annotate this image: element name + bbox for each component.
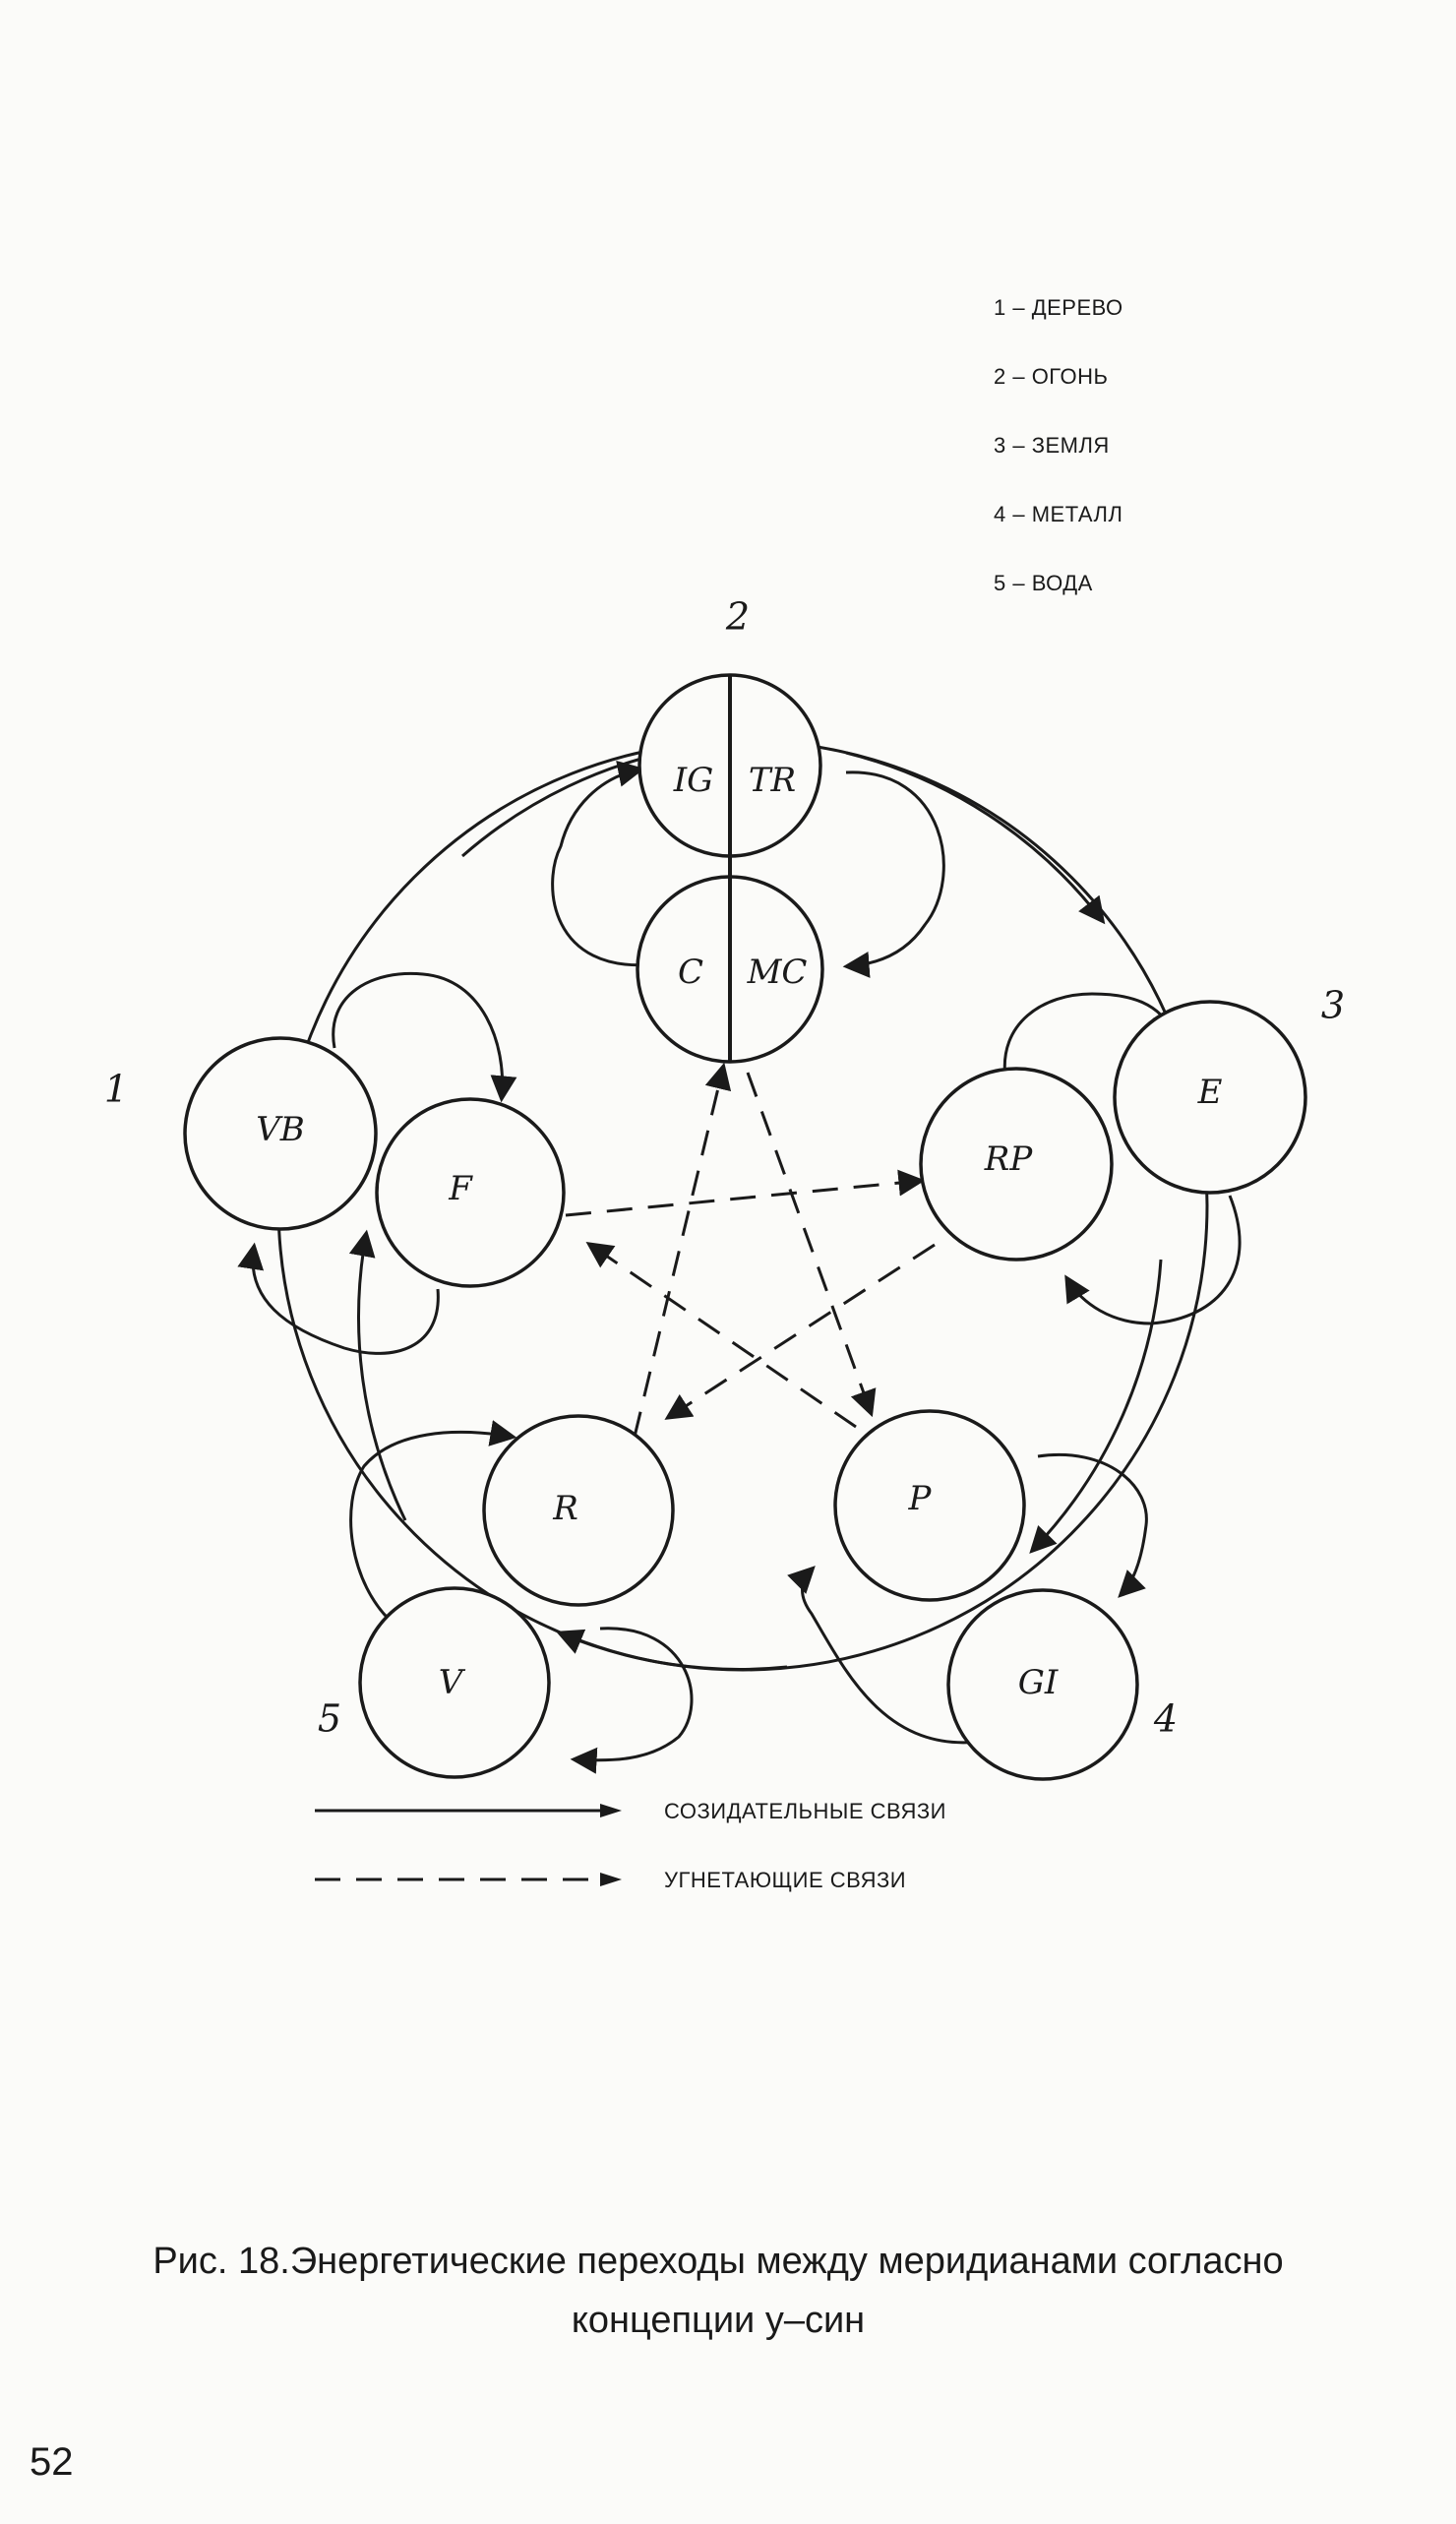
element-legend-item: 4 – МЕТАЛЛ bbox=[994, 502, 1123, 526]
loop-earth-bottom bbox=[1064, 1195, 1242, 1325]
loop-wood-bottom bbox=[237, 1242, 440, 1355]
meridian-label-mc: MC bbox=[747, 953, 808, 992]
loop-metal-right bbox=[1037, 1453, 1148, 1598]
meridian-label-ig: IG bbox=[673, 761, 714, 800]
loop-wood-top bbox=[332, 971, 517, 1103]
meridian-rp-circle bbox=[919, 1067, 1114, 1262]
legend-label-inhibitory: УГНЕТАЮЩИЕ СВЯЗИ bbox=[664, 1868, 907, 1892]
loop-earth-top bbox=[1002, 992, 1178, 1078]
element-legend: 1 – ДЕРЕВО 2 – ОГОНЬ 3 – ЗЕМЛЯ 4 – МЕТАЛ… bbox=[994, 295, 1123, 640]
meridian-label-v: V bbox=[439, 1663, 466, 1702]
inhibitory-link-rp-r bbox=[664, 1243, 936, 1420]
inhibitory-link-f-rp bbox=[565, 1169, 926, 1217]
meridian-label-rp: RP bbox=[984, 1139, 1034, 1179]
creative-arrow-metal-water bbox=[556, 1629, 788, 1671]
group-number-water: 5 bbox=[318, 1697, 341, 1741]
meridian-p-circle bbox=[833, 1409, 1026, 1602]
meridian-label-c: C bbox=[678, 953, 703, 992]
line-type-legend: СОЗИДАТЕЛЬНЫЕ СВЯЗИ УГНЕТАЮЩИЕ СВЯЗИ bbox=[295, 1799, 1082, 1937]
group-number-fire: 2 bbox=[725, 595, 750, 639]
group-number-metal: 4 bbox=[1153, 1697, 1178, 1741]
dashed-arrow-sample bbox=[315, 1873, 622, 1886]
inhibitory-link-r-fire bbox=[633, 1062, 732, 1438]
meridian-f-circle bbox=[375, 1097, 566, 1288]
group-number-wood: 1 bbox=[104, 1068, 128, 1111]
meridian-e-circle bbox=[1113, 1000, 1307, 1195]
creative-arrow-water-wood bbox=[348, 1229, 407, 1521]
legend-row-creative: СОЗИДАТЕЛЬНЫЕ СВЯЗИ bbox=[295, 1799, 1082, 1868]
legend-row-inhibitory: УГНЕТАЮЩИЕ СВЯЗИ bbox=[295, 1868, 1082, 1937]
element-legend-item: 1 – ДЕРЕВО bbox=[994, 295, 1123, 320]
caption-line-1: Рис. 18.Энергетические переходы между ме… bbox=[152, 2241, 1284, 2282]
meridian-r-circle bbox=[482, 1414, 675, 1607]
creative-arrow-fire-earth bbox=[845, 751, 1106, 925]
loop-fire-right bbox=[842, 770, 945, 978]
group-number-earth: 3 bbox=[1321, 984, 1345, 1027]
loop-water-top bbox=[349, 1420, 517, 1626]
legend-label-creative: СОЗИДАТЕЛЬНЫЕ СВЯЗИ bbox=[664, 1799, 946, 1823]
inhibitory-link-fire-p bbox=[746, 1072, 877, 1418]
element-legend-item: 2 – ОГОНЬ bbox=[994, 364, 1109, 389]
solid-arrow-sample bbox=[315, 1804, 622, 1817]
element-legend-item: 3 – ЗЕМЛЯ bbox=[994, 433, 1110, 458]
element-legend-item: 5 – ВОДА bbox=[994, 571, 1093, 595]
loop-fire-left bbox=[551, 761, 655, 967]
meridian-label-gi: GI bbox=[1018, 1663, 1059, 1702]
meridian-label-tr: TR bbox=[749, 761, 796, 800]
loop-water-bottom bbox=[570, 1627, 694, 1774]
figure-caption: Рис. 18.Энергетические переходы между ме… bbox=[59, 2232, 1377, 2350]
meridian-label-f: F bbox=[448, 1169, 473, 1208]
loop-metal-left bbox=[787, 1566, 980, 1745]
meridian-vb-circle bbox=[183, 1036, 378, 1231]
creative-arrow-earth-metal bbox=[1029, 1259, 1163, 1554]
page-number: 52 bbox=[30, 2440, 74, 2484]
meridian-v-circle bbox=[358, 1586, 551, 1779]
caption-line-2: концепции у–син bbox=[571, 2300, 866, 2341]
meridian-gi-circle bbox=[946, 1588, 1139, 1781]
meridian-label-r: R bbox=[552, 1489, 578, 1528]
inhibitory-link-p-f bbox=[585, 1241, 857, 1429]
meridian-label-p: P bbox=[908, 1479, 933, 1518]
meridian-label-vb: VB bbox=[256, 1110, 305, 1149]
meridian-label-e: E bbox=[1197, 1073, 1223, 1112]
